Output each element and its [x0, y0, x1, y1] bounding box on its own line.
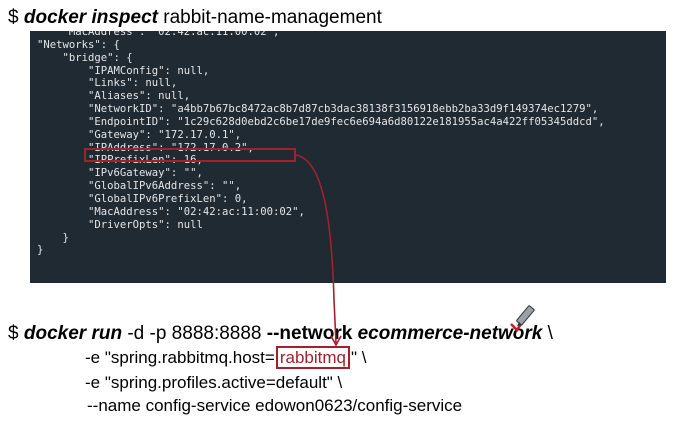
terminal-line: "IPv6Gateway": "",: [37, 167, 203, 180]
inspect-target: rabbit-name-management: [157, 7, 382, 28]
run-flags: -d -p 8888:8888: [122, 323, 267, 344]
rabbitmq-host-highlight: rabbitmq: [275, 346, 350, 369]
terminal-line: "GlobalIPv6Address": "",: [37, 180, 242, 193]
terminal-line: "MacAddress": "02:42:ac:11:00:02",: [37, 31, 280, 38]
prompt: $: [8, 323, 24, 344]
terminal-line: "IPAddress": "172.17.0.2",: [37, 141, 254, 154]
terminal-line: "MacAddress": "02:42:ac:11:00:02",: [37, 205, 305, 218]
name-image-line: --name config-service edowon0623/config-…: [87, 396, 463, 415]
inspect-command-line: $ docker inspect rabbit-name-management: [8, 6, 382, 30]
terminal-output: "MacAddress": "02:42:ac:11:00:02","Netwo…: [30, 31, 666, 283]
rabbitmq-host-suffix: " \: [350, 348, 367, 367]
terminal-lines: "MacAddress": "02:42:ac:11:00:02","Netwo…: [37, 31, 605, 257]
ipaddress-highlight-box: [84, 148, 296, 162]
terminal-line: }: [37, 231, 69, 244]
line-continuation: \: [542, 323, 553, 344]
profiles-line: -e "spring.profiles.active=default" \: [85, 373, 343, 392]
inspect-command: docker inspect: [23, 7, 158, 28]
terminal-line: "EndpointID": "1c29c628d0ebd2c6be17de9fe…: [37, 115, 605, 128]
prompt: $: [8, 7, 24, 28]
network-name-head: e: [357, 323, 369, 344]
terminal-line: "Aliases": null,: [37, 90, 191, 103]
terminal-line: "bridge": {: [37, 51, 133, 64]
rabbitmq-host-prefix: -e "spring.rabbitmq.host=: [85, 348, 275, 367]
run-command: docker run: [23, 323, 123, 344]
terminal-line: "GlobalIPv6PrefixLen": 0,: [37, 192, 248, 205]
network-flag: --network: [266, 323, 353, 344]
network-name: commerce-network: [368, 323, 543, 344]
terminal-line: }: [37, 244, 44, 257]
terminal-line: "Networks": {: [37, 38, 120, 51]
terminal-line: "Links": null,: [37, 77, 178, 90]
terminal-line: "IPAMConfig": null,: [37, 64, 210, 77]
run-command-line: $ docker run -d -p 8888:8888 --network e…: [8, 322, 553, 346]
pencil-check-icon: [510, 305, 535, 332]
terminal-line: "NetworkID": "a4bb7b67bc8472ac8b7d87cb3d…: [37, 103, 599, 116]
terminal-line: "DriverOpts": null: [37, 218, 203, 231]
rabbitmq-host-line: -e "spring.rabbitmq.host=rabbitmq" \: [85, 346, 367, 369]
terminal-line: "Gateway": "172.17.0.1",: [37, 128, 242, 141]
